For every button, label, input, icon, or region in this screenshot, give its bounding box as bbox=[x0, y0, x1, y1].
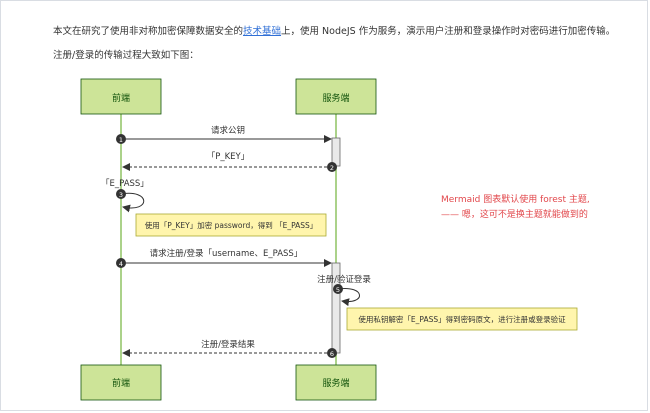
message-4-label: 请求注册/登录「username、E_PASS」 bbox=[150, 248, 303, 259]
sequence-number-2 bbox=[327, 162, 337, 172]
server-activation-1 bbox=[331, 137, 341, 167]
participant-server-bottom: 服务端 bbox=[295, 364, 377, 401]
sequence-number-4-text: 4 bbox=[119, 260, 123, 268]
sequence-number-1 bbox=[116, 134, 126, 144]
sequence-number-4 bbox=[116, 258, 126, 268]
tech-basics-link[interactable]: 技术基础 bbox=[243, 26, 282, 37]
participant-server-top-label: 服务端 bbox=[322, 92, 349, 104]
message-5-label: 注册/验证登录 bbox=[317, 274, 371, 285]
theme-annotation-line-1: Mermaid 图表默认使用 forest 主题, bbox=[441, 195, 590, 205]
sequence-number-2-text: 2 bbox=[330, 164, 334, 172]
intro-paragraph: 本文在研究了使用非对称加密保障数据安全的技术基础上，使用 NodeJS 作为服务… bbox=[53, 25, 615, 39]
theme-annotation-line-2: —— 嗯，这可不是换主题就能做到的 bbox=[441, 210, 588, 220]
server-note: 使用私钥解密「E_PASS」得到密码原文，进行注册或登录验证 bbox=[346, 307, 578, 331]
client-note-text: 使用「P_KEY」加密 password，得到 「E_PASS」 bbox=[145, 220, 318, 230]
participant-client-bottom: 前端 bbox=[80, 364, 162, 401]
client-note: 使用「P_KEY」加密 password，得到 「E_PASS」 bbox=[135, 213, 327, 237]
intro-text-before: 本文在研究了使用非对称加密保障数据安全的 bbox=[53, 26, 244, 37]
message-1: 请求公钥 1 bbox=[116, 125, 332, 144]
message-4: 请求注册/登录「username、E_PASS」 4 bbox=[116, 248, 332, 268]
sequence-number-3 bbox=[116, 189, 126, 199]
message-1-label: 请求公钥 bbox=[211, 125, 245, 136]
participant-client-top: 前端 bbox=[80, 78, 162, 115]
sequence-number-6 bbox=[327, 348, 337, 358]
message-3-label: 「E_PASS」 bbox=[101, 179, 149, 189]
sequence-number-1-text: 1 bbox=[119, 136, 123, 144]
intro-text-after: 上，使用 NodeJS 作为服务，演示用户注册和登录操作时对密码进行加密传输。 bbox=[281, 26, 616, 37]
participant-server-bottom-label: 服务端 bbox=[322, 377, 349, 389]
participant-client-bottom-label: 前端 bbox=[112, 377, 130, 389]
participant-client-top-label: 前端 bbox=[112, 92, 130, 104]
server-note-text: 使用私钥解密「E_PASS」得到密码原文，进行注册或登录验证 bbox=[358, 314, 566, 324]
process-intro: 注册/登录的传输过程大致如下图： bbox=[53, 50, 199, 61]
message-2-label: 「P_KEY」 bbox=[207, 152, 250, 162]
participant-server-top: 服务端 bbox=[295, 78, 377, 115]
theme-annotation: Mermaid 图表默认使用 forest 主题, —— 嗯，这可不是换主题就能… bbox=[435, 193, 605, 223]
message-3: 「E_PASS」 3 bbox=[101, 179, 149, 213]
message-6: 注册/登录结果 6 bbox=[122, 339, 337, 358]
message-6-label: 注册/登录结果 bbox=[201, 339, 255, 350]
message-2: 「P_KEY」 2 bbox=[122, 152, 337, 172]
message-5: 注册/验证登录 5 bbox=[317, 274, 371, 307]
sequence-number-3-text: 3 bbox=[119, 191, 123, 199]
sequence-number-6-text: 6 bbox=[330, 350, 334, 358]
sequence-number-5 bbox=[333, 284, 343, 294]
sequence-number-5-text: 5 bbox=[336, 286, 340, 294]
